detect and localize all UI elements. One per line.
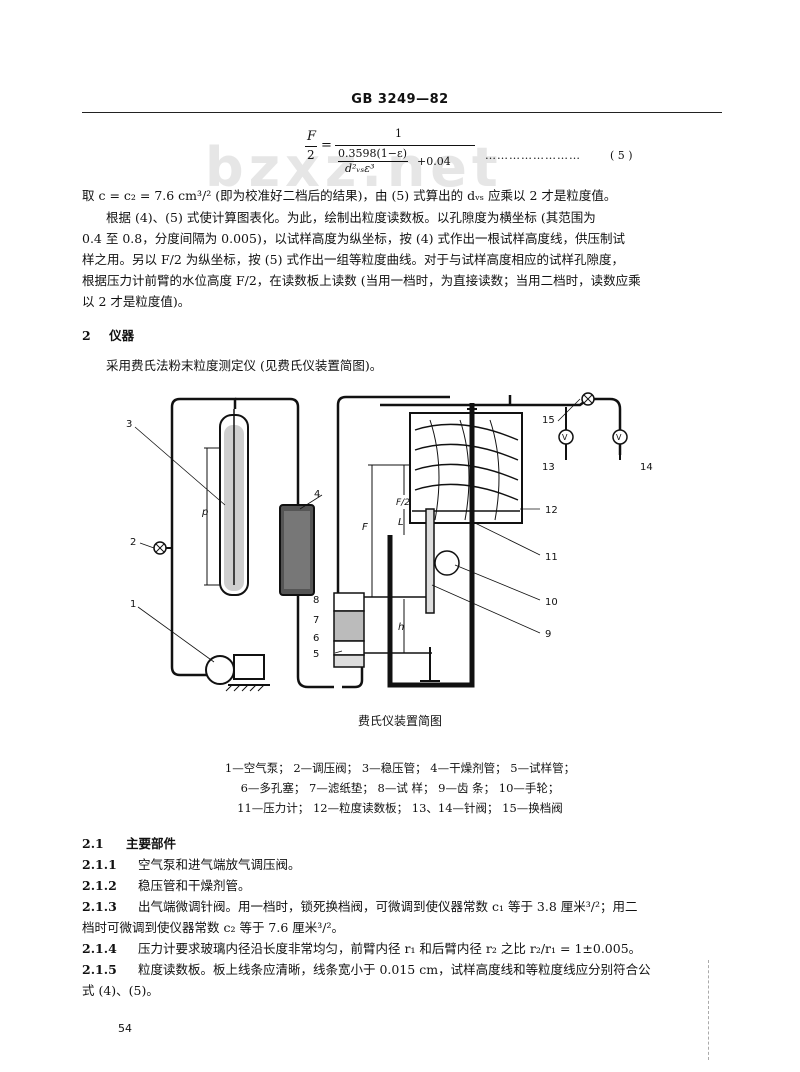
formula-lhs-bar bbox=[305, 146, 317, 147]
legend-row: 11—压力计； 12—粒度读数板； 13、14—针阀； 15—换档阀 bbox=[237, 801, 563, 815]
section-title: 仪器 bbox=[109, 328, 135, 343]
formula-rhs-numerator: 1 bbox=[395, 127, 402, 140]
label-15: 15 bbox=[542, 415, 555, 426]
item-text: 压力计要求玻璃内径沿长度非常均匀，前臂内径 r₁ 和后臂内径 r₂ 之比 r₂/… bbox=[138, 941, 642, 956]
standard-code-header: GB 3249—82 bbox=[351, 92, 449, 107]
label-13: 13 bbox=[542, 462, 555, 473]
valve-v-13: V bbox=[562, 433, 568, 442]
item-number: 2.1.3 bbox=[82, 899, 117, 914]
item-number: 2.1 bbox=[82, 836, 104, 851]
dim-L: L bbox=[398, 517, 404, 528]
label-10: 10 bbox=[545, 597, 558, 608]
label-leaders bbox=[134, 398, 581, 663]
item-line: 档时可微调到使仪器常数 c₂ 等于 7.6 厘米³/²。 bbox=[82, 917, 722, 938]
item-text: 出气端微调针阀。用一档时，锁死换档阀，可微调到使仪器常数 c₁ 等于 3.8 厘… bbox=[138, 899, 638, 914]
paragraph-chart-line: 根据 (4)、(5) 式使计算图表化。为此，绘制出粒度读数板。以孔隙度为横坐标 … bbox=[106, 210, 596, 225]
item-line: 2.1.5 粒度读数板。板上线条应清晰，线条宽小于 0.015 cm，试样高度线和… bbox=[82, 959, 722, 980]
label-4: 4 bbox=[314, 489, 320, 500]
legend-row: 6—多孔塞； 7—滤纸垫； 8—试 样； 9—齿 条； 10—手轮； bbox=[240, 781, 560, 795]
dim-p: p bbox=[201, 507, 208, 518]
formula-inner-bar bbox=[338, 161, 408, 162]
label-9: 9 bbox=[545, 629, 551, 640]
section-heading: 2 仪器 bbox=[82, 325, 134, 344]
item-text: 空气泵和进气端放气调压阀。 bbox=[138, 857, 301, 872]
section-number: 2 bbox=[82, 328, 91, 343]
item-line: 2.1 主要部件 bbox=[82, 833, 722, 854]
formula-equals: = bbox=[321, 138, 332, 153]
dimension-lines bbox=[368, 464, 410, 653]
label-6: 6 bbox=[313, 633, 319, 644]
paragraph-constant: 取 c = c₂ = 7.6 cm³/² (即为校准好二档后的结果)，由 (5)… bbox=[82, 188, 617, 203]
label-7: 7 bbox=[313, 615, 319, 626]
diagram-caption: 费氏仪装置简图 bbox=[357, 714, 442, 728]
item-line: 2.1.3 出气端微调针阀。用一档时，锁死换档阀，可微调到使仪器常数 c₁ 等于 … bbox=[82, 896, 722, 917]
items-list: 2.1 主要部件 2.1.1 空气泵和进气端放气调压阀。 2.1.2 稳压管和干燥剂管… bbox=[82, 833, 722, 1001]
item-number: 2.1.4 bbox=[82, 941, 117, 956]
item-text: 档时可微调到使仪器常数 c₂ 等于 7.6 厘米³/²。 bbox=[82, 920, 345, 935]
legend-row: 1—空气泵； 2—调压阀； 3—稳压管； 4—干燥剂管； 5—试样管； bbox=[224, 761, 576, 775]
item-text: 式 (4)、(5)。 bbox=[82, 983, 159, 998]
item-line: 2.1.1 空气泵和进气端放气调压阀。 bbox=[82, 854, 722, 875]
label-12: 12 bbox=[545, 505, 558, 516]
paragraph-chart-line: 根据压力计前臂的水位高度 F/2，在读数板上读数 (当用一档时，为直接读数；当用… bbox=[82, 273, 641, 288]
formula-rhs-den-top: 0.3598(1−ε) bbox=[338, 147, 407, 160]
item-number: 2.1.2 bbox=[82, 878, 117, 893]
dim-F: F bbox=[362, 522, 368, 533]
dim-F2: F/2 bbox=[396, 498, 410, 508]
formula-rhs-den-bottom: d²ᵥₛε³ bbox=[345, 162, 375, 175]
item-text: 粒度读数板。板上线条应清晰，线条宽小于 0.015 cm，试样高度线和等粒度线应… bbox=[138, 962, 651, 977]
formula-leaders: …………………… bbox=[485, 149, 581, 162]
section-intro: 采用费氏法粉末粒度测定仪 (见费氏仪装置简图)。 bbox=[106, 358, 383, 373]
item-line: 2.1.4 压力计要求玻璃内径沿长度非常均匀，前臂内径 r₁ 和后臂内径 r₂ 之… bbox=[82, 938, 722, 959]
label-14: 14 bbox=[640, 462, 653, 473]
formula-5: F 2 = 1 0.3598(1−ε) d²ᵥₛε³ +0.04 …………………… bbox=[305, 125, 655, 175]
formula-rhs-bar bbox=[335, 145, 475, 146]
label-3: 3 bbox=[126, 419, 132, 430]
item-number: 2.1.5 bbox=[82, 962, 117, 977]
drying-tube bbox=[279, 504, 315, 596]
paragraph-chart-line: 样之用。另以 F/2 为纵坐标，按 (5) 式作出一组等粒度曲线。对于与试样高度… bbox=[82, 252, 624, 267]
label-11: 11 bbox=[545, 552, 558, 563]
watermark: bzxz.net bbox=[205, 136, 503, 199]
paragraph-chart: 根据 (4)、(5) 式使计算图表化。为此，绘制出粒度读数板。以孔隙度为横坐标 … bbox=[82, 207, 722, 312]
needle-valves bbox=[558, 392, 628, 460]
item-line: 式 (4)、(5)。 bbox=[82, 980, 722, 1001]
sample-tube bbox=[333, 592, 432, 668]
page-number: 54 bbox=[118, 1022, 132, 1035]
formula-lhs-denominator: 2 bbox=[307, 148, 315, 162]
label-1: 1 bbox=[130, 599, 136, 610]
diagram-tubing bbox=[170, 395, 622, 689]
stabilizer-tube bbox=[204, 409, 249, 596]
diagram-labels: 3 2 1 4 8 7 6 5 12 11 10 9 15 13 14 p F … bbox=[126, 415, 653, 660]
pressure-regulator-valve bbox=[153, 541, 172, 555]
valve-v-14: V bbox=[616, 433, 622, 442]
dim-h: h bbox=[398, 622, 404, 633]
item-text: 主要部件 bbox=[126, 836, 177, 851]
formula-number: ( 5 ) bbox=[610, 149, 633, 162]
fisher-apparatus-diagram: 3 2 1 4 8 7 6 5 12 11 10 9 15 13 14 p F … bbox=[126, 392, 653, 692]
label-8: 8 bbox=[313, 595, 319, 606]
rack-and-handwheel bbox=[420, 508, 460, 682]
paragraph-chart-line: 以 2 才是粒度值)。 bbox=[82, 294, 191, 309]
formula-plus-term: +0.04 bbox=[417, 155, 451, 168]
item-text: 稳压管和干燥剂管。 bbox=[138, 878, 251, 893]
reading-board bbox=[409, 412, 523, 524]
manometer bbox=[387, 403, 477, 688]
air-pump bbox=[205, 654, 270, 692]
label-5: 5 bbox=[313, 649, 319, 660]
formula-lhs-numerator: F bbox=[307, 129, 317, 144]
item-number: 2.1.1 bbox=[82, 857, 117, 872]
paragraph-chart-line: 0.4 至 0.8，分度间隔为 0.005)，以试样高度为纵坐标，按 (4) 式… bbox=[82, 231, 625, 246]
header-rule bbox=[82, 112, 722, 113]
item-line: 2.1.2 稳压管和干燥剂管。 bbox=[82, 875, 722, 896]
scan-margin-line bbox=[708, 960, 709, 1060]
label-2: 2 bbox=[130, 537, 136, 548]
